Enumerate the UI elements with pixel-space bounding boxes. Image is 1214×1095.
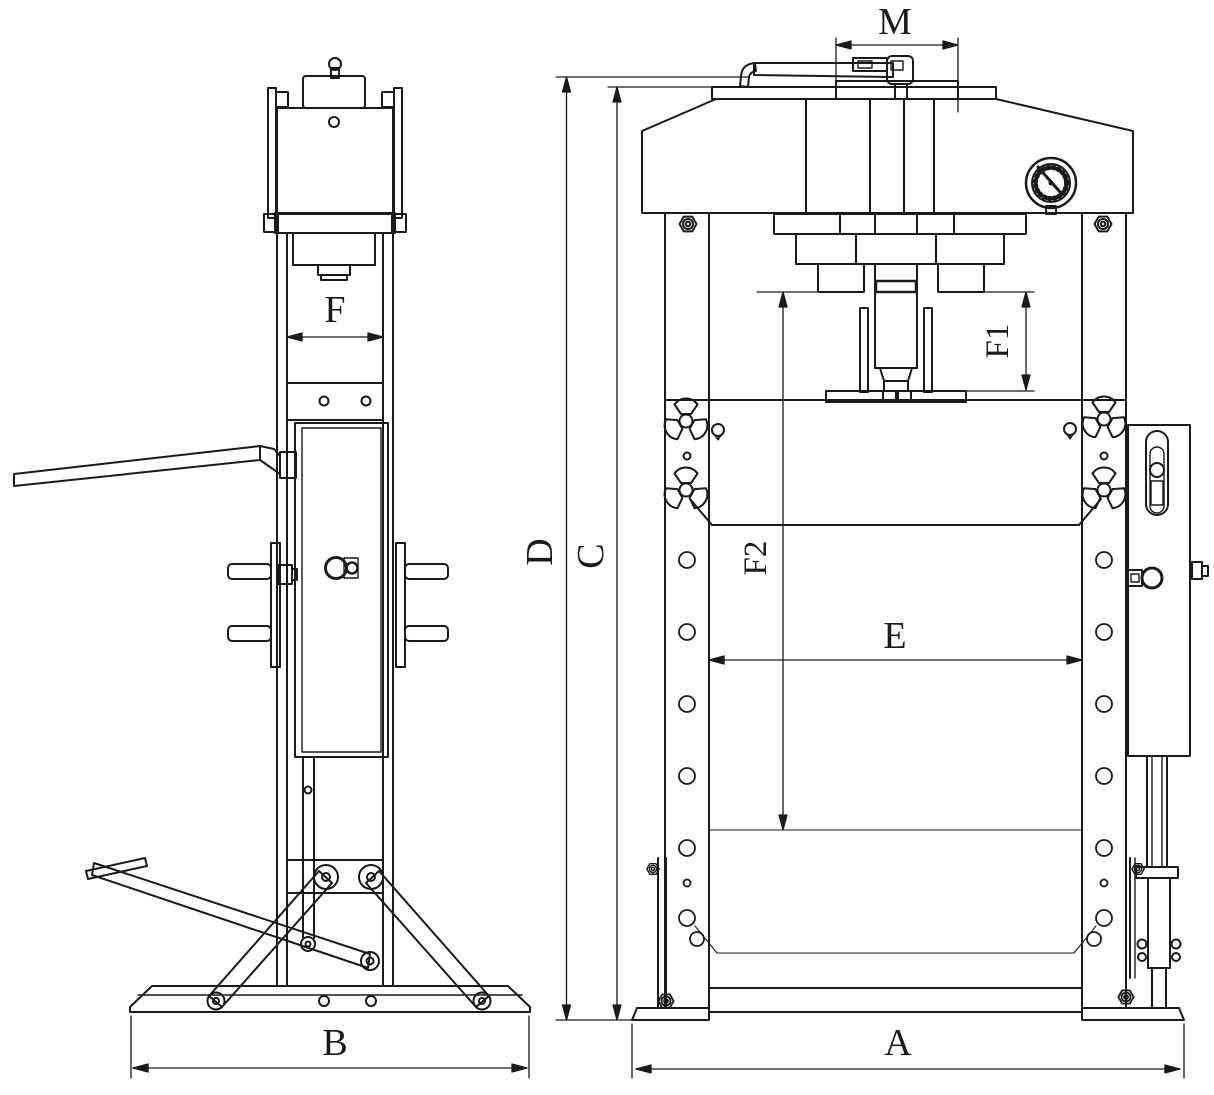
label-b: B [322,1022,347,1064]
bottom-cross-plate [708,987,1083,1013]
dim-b [130,1015,530,1079]
upper-cross-band [286,382,384,421]
dim-a [631,1023,1185,1079]
dim-f2 [756,291,834,831]
dim-c [607,86,713,1021]
dim-d [555,76,749,1021]
side-view [13,57,531,1079]
front-view [631,37,1209,1079]
column-holes [678,551,1113,947]
release-valve-knob [277,556,359,585]
dim-m [835,37,959,113]
foot-pedal-linkage [85,857,492,1011]
label-c: C [570,543,612,568]
feet [631,857,1185,1021]
press-head [641,80,1134,214]
pump-handle-side [13,445,297,487]
table-lowered-position [694,829,1097,954]
pressure-gauge [1024,156,1078,215]
storage-pegs [227,542,449,668]
label-e: E [883,615,906,657]
label-f1: F1 [980,324,1016,359]
label-f2: F2 [738,541,774,576]
pump-handle-front [739,55,914,100]
top-pin [328,57,342,79]
ram-assembly [773,213,1027,403]
table-clamps [659,395,1131,513]
dim-f [286,332,384,342]
dim-f1 [939,291,1035,392]
label-d: D [519,538,561,565]
dim-e [708,655,1083,665]
pump-link-rod [300,756,316,952]
winch-assembly [1127,424,1209,1009]
pump-tank [294,422,389,758]
base-plate-side [129,985,531,1013]
label-m: M [878,1,912,43]
label-a: A [884,1022,912,1064]
label-f: F [324,289,345,331]
foot-pedal-pad [85,857,148,880]
